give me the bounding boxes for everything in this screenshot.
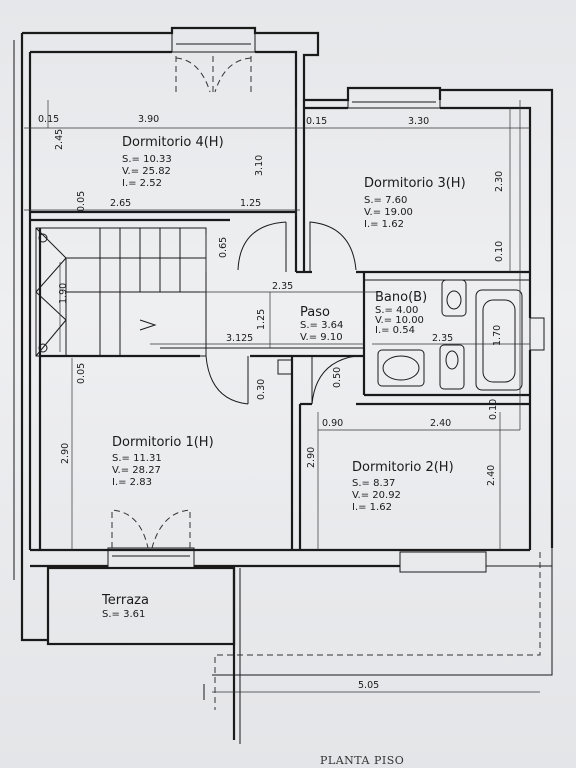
door-swings <box>205 221 357 405</box>
dim-label: 1.90 <box>58 283 69 304</box>
room-name-dormitorio-4: Dormitorio 4(H) <box>122 135 224 150</box>
dim-label: 3.125 <box>226 333 253 344</box>
room-name-dormitorio-2: Dormitorio 2(H) <box>352 460 454 475</box>
room-name-terraza: Terraza <box>101 593 149 608</box>
room-area-dormitorio-4: S.= 10.33 <box>122 154 172 165</box>
dimension-lines <box>24 100 540 693</box>
dim-label: 0.15 <box>306 116 327 127</box>
room-light-dormitorio-3: I.= 1.62 <box>364 219 404 230</box>
dim-label: 0.50 <box>332 367 343 388</box>
room-area-bano: S.= 4.00 <box>375 305 418 316</box>
room-area-terraza: S.= 3.61 <box>102 609 145 620</box>
room-dormitorio-2: Dormitorio 2(H) S.= 8.37 V.= 20.92 I.= 1… <box>352 460 454 513</box>
dim-label: 2.90 <box>60 443 71 464</box>
dim-label: 2.40 <box>486 465 497 486</box>
room-light-bano: I.= 0.54 <box>375 325 415 336</box>
top-windows <box>171 27 441 109</box>
terrace-outline <box>46 548 553 744</box>
dim-label: 0.30 <box>256 379 267 400</box>
outer-walls <box>20 26 554 642</box>
room-dormitorio-1: Dormitorio 1(H) S.= 11.31 V.= 28.27 I.= … <box>112 435 214 488</box>
dim-label: 2.35 <box>432 333 453 344</box>
room-dormitorio-4: Dormitorio 4(H) S.= 10.33 V.= 25.82 I.= … <box>122 135 224 189</box>
room-bano: Bano(B) S.= 4.00 V.= 10.00 I.= 0.54 <box>375 290 427 336</box>
room-name-paso: Paso <box>300 305 330 320</box>
room-volume-bano: V.= 10.00 <box>375 315 424 326</box>
dim-label: 5.05 <box>358 680 379 691</box>
room-name-bano: Bano(B) <box>375 290 427 305</box>
dim-label: 0.05 <box>76 363 87 384</box>
dim-label: 2.35 <box>272 281 293 292</box>
staircase <box>35 227 207 357</box>
dimension-labels: 0.15 3.90 0.15 3.30 2.45 3.10 2.30 0.05 … <box>38 114 505 691</box>
room-name-dormitorio-3: Dormitorio 3(H) <box>364 176 466 191</box>
dim-label: 0.10 <box>488 399 499 420</box>
room-light-dormitorio-1: I.= 2.83 <box>112 477 152 488</box>
room-volume-dormitorio-2: V.= 20.92 <box>352 490 401 501</box>
dim-label: 2.40 <box>430 418 451 429</box>
room-volume-dormitorio-4: V.= 25.82 <box>122 166 171 177</box>
room-area-paso: S.= 3.64 <box>300 320 343 331</box>
plan-title: PLANTA PISO <box>320 754 404 767</box>
dim-label: 3.30 <box>408 116 429 127</box>
dim-label: 0.90 <box>322 418 343 429</box>
dim-label: 3.10 <box>254 155 265 176</box>
room-area-dormitorio-2: S.= 8.37 <box>352 478 395 489</box>
room-light-dormitorio-2: I.= 1.62 <box>352 502 392 513</box>
dim-label: 0.65 <box>218 237 229 258</box>
bathroom-fixtures <box>377 279 523 391</box>
room-light-dormitorio-4: I.= 2.52 <box>122 178 162 189</box>
room-volume-dormitorio-1: V.= 28.27 <box>112 465 161 476</box>
dim-label: 2.90 <box>306 447 317 468</box>
dim-label: 0.15 <box>38 114 59 125</box>
dim-label: 2.45 <box>54 129 65 150</box>
dim-label: 3.90 <box>138 114 159 125</box>
dim-label: 1.25 <box>240 198 261 209</box>
room-paso: Paso S.= 3.64 V.= 9.10 <box>300 305 343 343</box>
room-dormitorio-3: Dormitorio 3(H) S.= 7.60 V.= 19.00 I.= 1… <box>364 176 466 230</box>
dim-label: 1.70 <box>492 325 503 346</box>
dim-label: 1.25 <box>256 309 267 330</box>
room-volume-dormitorio-3: V.= 19.00 <box>364 207 413 218</box>
room-volume-paso: V.= 9.10 <box>300 332 343 343</box>
dim-label: 2.30 <box>494 171 505 192</box>
dim-label: 0.05 <box>76 191 87 212</box>
bottom-openings <box>30 509 552 573</box>
room-terraza: Terraza S.= 3.61 <box>101 593 149 620</box>
room-area-dormitorio-1: S.= 11.31 <box>112 453 162 464</box>
room-area-dormitorio-3: S.= 7.60 <box>364 195 407 206</box>
room-name-dormitorio-1: Dormitorio 1(H) <box>112 435 214 450</box>
dim-label: 0.10 <box>494 241 505 262</box>
interior-walls <box>30 100 530 550</box>
dim-label: 2.65 <box>110 198 131 209</box>
